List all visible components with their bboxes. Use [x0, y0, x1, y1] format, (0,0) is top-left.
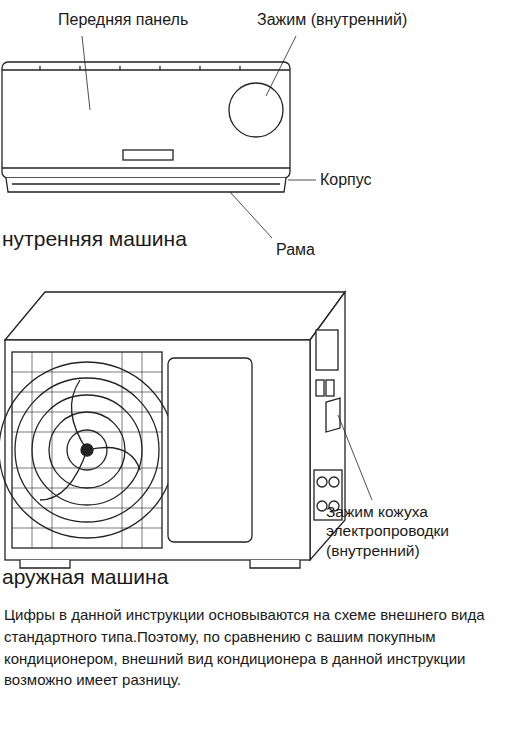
outdoor-top — [5, 292, 345, 340]
unit-heading: нутренняя машина — [2, 226, 272, 252]
indoor-body — [2, 62, 290, 178]
clip-circle — [229, 83, 283, 137]
part-label: Корпус — [320, 170, 410, 190]
part-label: Зажим (внутренний) — [257, 10, 447, 30]
part-label: Передняя панель — [58, 10, 208, 30]
note-text: Цифры в данной инструкции основываются н… — [4, 604, 500, 691]
indoor-frame — [6, 178, 286, 192]
unit-heading: аружная машина — [2, 564, 302, 590]
part-label: Рама — [276, 240, 356, 260]
part-label: Зажим кожуха электропроводки (внутренний… — [326, 502, 504, 560]
outdoor-front — [5, 340, 310, 560]
